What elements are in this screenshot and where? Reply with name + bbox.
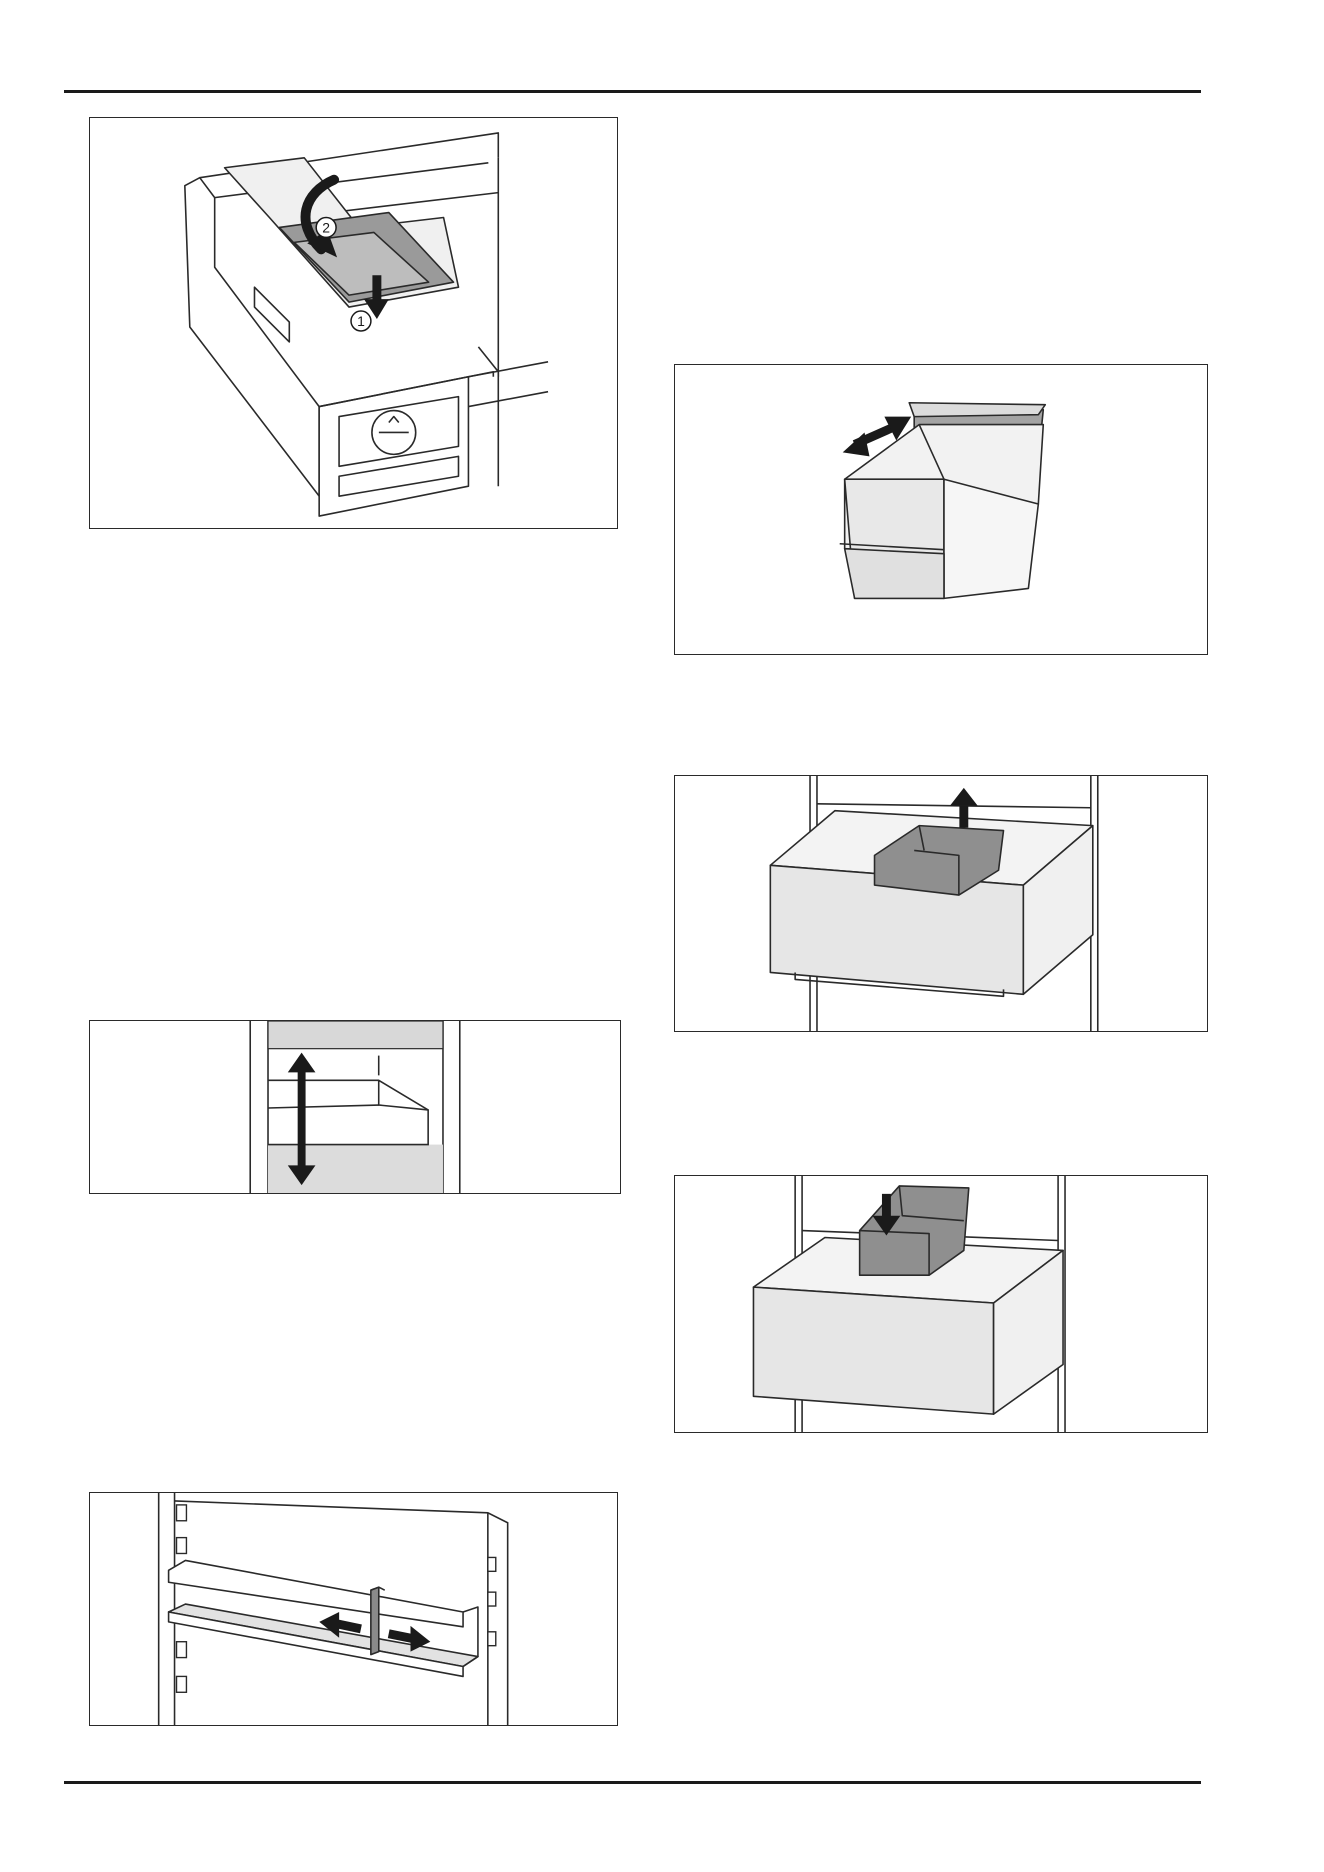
door-shelf-illustration xyxy=(90,1493,617,1725)
svg-text:2: 2 xyxy=(322,219,330,235)
figure-drawer-lid: 2 1 xyxy=(89,117,618,529)
figure-drawer-lift xyxy=(674,775,1208,1032)
step-badge-2: 2 xyxy=(316,218,336,238)
figure-drawer-insert xyxy=(674,1175,1208,1433)
shelf-height-illustration xyxy=(90,1021,620,1193)
header-rule xyxy=(64,90,1201,93)
figure-door-shelf xyxy=(89,1492,618,1726)
drawer-lid-illustration: 2 1 xyxy=(90,118,617,528)
figure-shelf-height xyxy=(89,1020,621,1194)
footer-rule xyxy=(64,1781,1201,1784)
svg-text:1: 1 xyxy=(357,313,365,329)
step-badge-1: 1 xyxy=(351,311,371,331)
drawer-insert-illustration xyxy=(675,1176,1207,1432)
storage-bin-illustration xyxy=(675,365,1207,654)
drawer-lift-illustration xyxy=(675,776,1207,1031)
figure-storage-bin xyxy=(674,364,1208,655)
